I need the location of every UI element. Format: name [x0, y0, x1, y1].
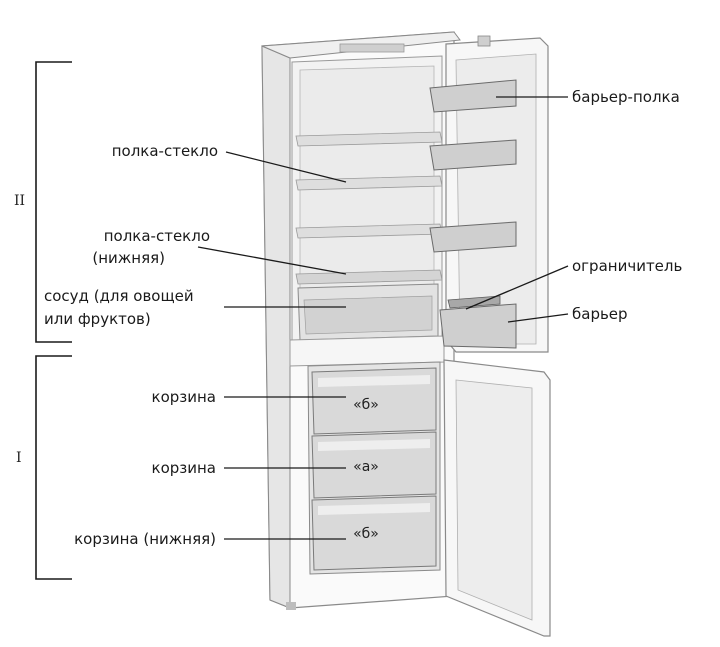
label-vessel-line2: или фруктов)	[44, 310, 151, 328]
drawer-tag-bottom: «б»	[353, 526, 379, 542]
bracket-upper	[35, 61, 72, 343]
drawer-tag-top: «б»	[353, 397, 379, 413]
label-barrier: барьер	[572, 305, 628, 323]
label-basket-middle: корзина	[151, 459, 216, 477]
label-basket-lower: корзина (нижняя)	[74, 530, 216, 548]
label-glass-shelf-lower-line1: полка-стекло	[103, 227, 210, 245]
lower-door	[443, 359, 551, 637]
section-label-lower: I	[16, 450, 22, 466]
fridge-body	[261, 31, 461, 610]
label-vessel-line1: сосуд (для овощей	[44, 287, 194, 305]
leader-lines	[197, 96, 569, 540]
label-basket-top: корзина	[151, 388, 216, 406]
label-glass-shelf: полка-стекло	[111, 142, 218, 160]
bracket-lower	[35, 355, 72, 580]
section-label-upper: II	[14, 193, 26, 209]
upper-door	[429, 35, 549, 353]
label-glass-shelf-lower-line2: (нижняя)	[92, 249, 165, 267]
label-limiter: ограничитель	[572, 257, 683, 275]
drawer-tag-middle: «а»	[353, 459, 379, 475]
label-barrier-shelf: барьер-полка	[572, 88, 680, 106]
